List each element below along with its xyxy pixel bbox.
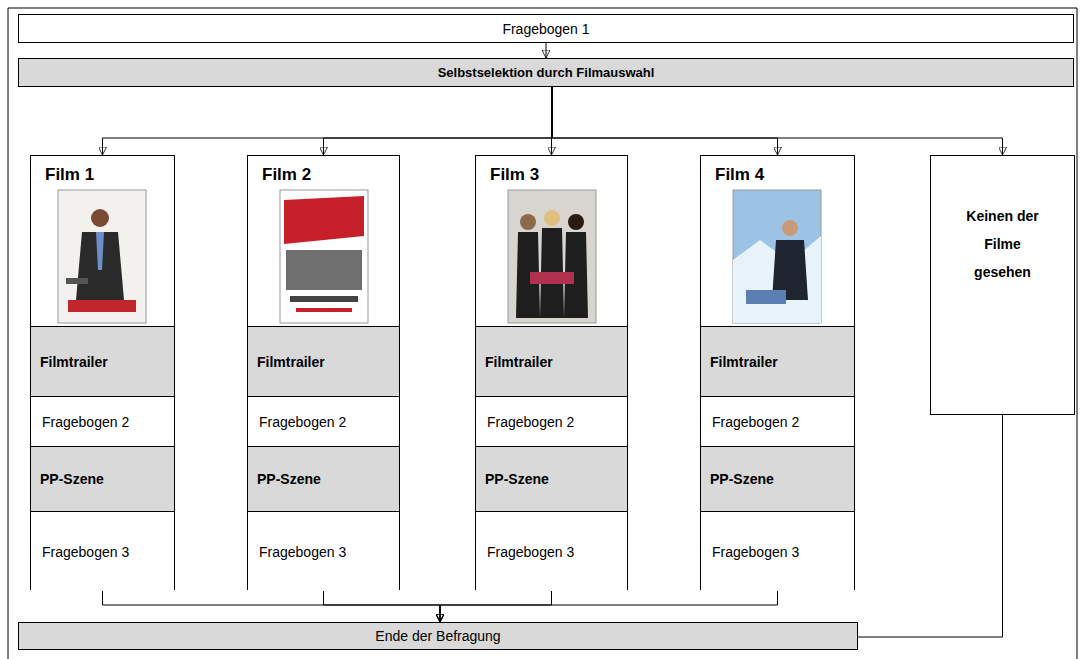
questionnaire-box: Fragebogen 2	[31, 396, 174, 446]
trailer-band: Filmtrailer	[248, 326, 399, 396]
movie-poster	[733, 190, 821, 323]
scene-band: PP-Szene	[701, 446, 854, 511]
questionnaire-box: Fragebogen 3	[31, 511, 174, 591]
node-label: Filmtrailer	[257, 354, 325, 370]
flow-arrow	[858, 415, 1003, 637]
none-seen-box: Keinen der Filme gesehen	[930, 155, 1075, 415]
end-band: Ende der Befragung	[18, 622, 858, 650]
node-label: Fragebogen 3	[487, 544, 574, 560]
flow-arrow	[324, 590, 441, 622]
questionnaire-box: Fragebogen 1	[18, 14, 1074, 43]
questionnaire-box: Fragebogen 2	[476, 396, 627, 446]
questionnaire-box: Fragebogen 3	[476, 511, 627, 591]
node-label: Fragebogen 3	[712, 544, 799, 560]
flow-arrow	[103, 87, 553, 155]
column-heading: Film 1	[31, 156, 174, 185]
scene-band: PP-Szene	[31, 446, 174, 511]
flow-arrow	[103, 590, 441, 622]
node-label: Filmtrailer	[40, 354, 108, 370]
trailer-band: Filmtrailer	[31, 326, 174, 396]
node-label: PP-Szene	[485, 471, 549, 487]
movie-poster	[280, 190, 368, 323]
node-label: PP-Szene	[257, 471, 321, 487]
scene-band: PP-Szene	[248, 446, 399, 511]
column-heading: Film 2	[248, 156, 399, 185]
node-label: Fragebogen 2	[487, 414, 574, 430]
flow-arrow	[546, 43, 547, 58]
questionnaire-box: Fragebogen 3	[701, 511, 854, 591]
outer-frame	[8, 8, 1077, 659]
movie-poster	[58, 190, 146, 323]
node-label: Ende der Befragung	[375, 628, 500, 644]
node-label: PP-Szene	[710, 471, 774, 487]
movie-poster	[508, 190, 596, 323]
node-label: PP-Szene	[40, 471, 104, 487]
flow-arrow	[552, 87, 1003, 155]
flow-arrow	[440, 590, 552, 622]
node-label: Fragebogen 1	[502, 21, 589, 37]
flow-arrow	[440, 590, 778, 622]
trailer-band: Filmtrailer	[476, 326, 627, 396]
node-label: Selbstselektion durch Filmauswahl	[438, 65, 655, 80]
column-heading: Film 3	[476, 156, 627, 185]
node-label: Fragebogen 2	[712, 414, 799, 430]
flow-arrow	[552, 87, 778, 155]
questionnaire-box: Fragebogen 2	[248, 396, 399, 446]
node-label: Keinen der Filme gesehen	[961, 202, 1045, 286]
scene-band: PP-Szene	[476, 446, 627, 511]
node-label: Fragebogen 2	[259, 414, 346, 430]
node-label: Filmtrailer	[485, 354, 553, 370]
node-label: Fragebogen 2	[42, 414, 129, 430]
trailer-band: Filmtrailer	[701, 326, 854, 396]
film-column: Film 3 FilmtrailerFragebogen 2 PP-SzeneFra…	[475, 155, 628, 590]
column-heading: Film 4	[701, 156, 854, 185]
film-column: Film 4 FilmtrailerFragebogen 2 PP-SzeneFra…	[700, 155, 855, 590]
film-column: Film 2 FilmtrailerFragebogen 2 PP-SzeneFra…	[247, 155, 400, 590]
flow-arrow	[324, 87, 553, 155]
node-label: Filmtrailer	[710, 354, 778, 370]
node-label: Fragebogen 3	[42, 544, 129, 560]
node-label: Fragebogen 3	[259, 544, 346, 560]
film-column: Film 1 FilmtrailerFragebogen 2 PP-SzeneFra…	[30, 155, 175, 590]
selection-band: Selbstselektion durch Filmauswahl	[18, 58, 1074, 87]
questionnaire-box: Fragebogen 3	[248, 511, 399, 591]
questionnaire-box: Fragebogen 2	[701, 396, 854, 446]
